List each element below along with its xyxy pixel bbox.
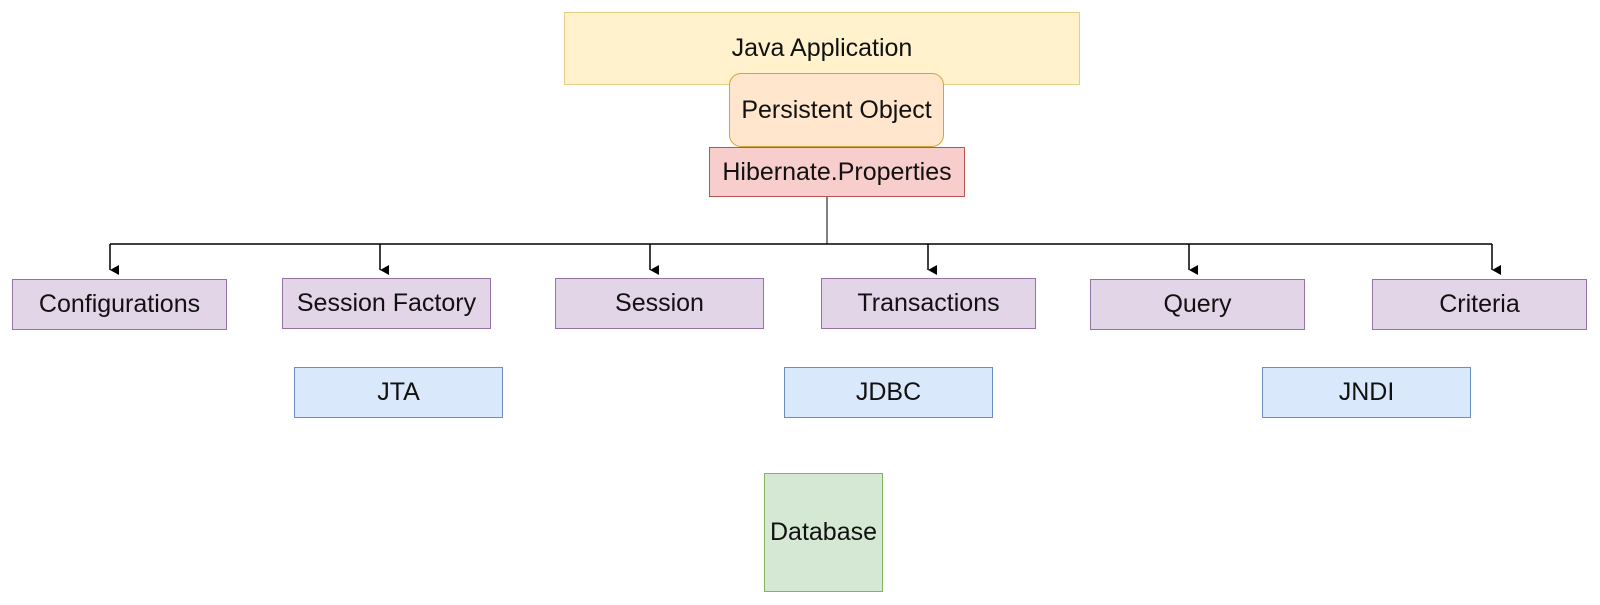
hibernate-properties-label: Hibernate.Properties: [722, 157, 952, 186]
java-application-label: Java Application: [731, 34, 913, 62]
query-label: Query: [1163, 290, 1232, 318]
transactions-label: Transactions: [857, 289, 1000, 317]
configurations-label: Configurations: [38, 290, 201, 318]
database-label: Database: [769, 518, 878, 546]
session-box: Session: [555, 278, 764, 329]
jta-label: JTA: [377, 378, 420, 406]
jdbc-box: JDBC: [784, 367, 993, 418]
jndi-box: JNDI: [1262, 367, 1471, 418]
query-box: Query: [1090, 279, 1305, 330]
jdbc-label: JDBC: [855, 378, 922, 406]
database-box: Database: [764, 473, 883, 592]
hibernate-properties-box: Hibernate.Properties: [709, 147, 965, 197]
persistent-object-box: Persistent Object: [729, 73, 944, 147]
transactions-box: Transactions: [821, 278, 1036, 329]
persistent-object-label: Persistent Object: [741, 95, 932, 124]
jndi-label: JNDI: [1338, 378, 1395, 406]
session-factory-label: Session Factory: [296, 289, 477, 317]
criteria-label: Criteria: [1439, 290, 1520, 318]
jta-box: JTA: [294, 367, 503, 418]
java-application-box: Java Application: [564, 12, 1080, 85]
configurations-box: Configurations: [12, 279, 227, 330]
session-factory-box: Session Factory: [282, 278, 491, 329]
criteria-box: Criteria: [1372, 279, 1587, 330]
session-label: Session: [615, 289, 704, 317]
